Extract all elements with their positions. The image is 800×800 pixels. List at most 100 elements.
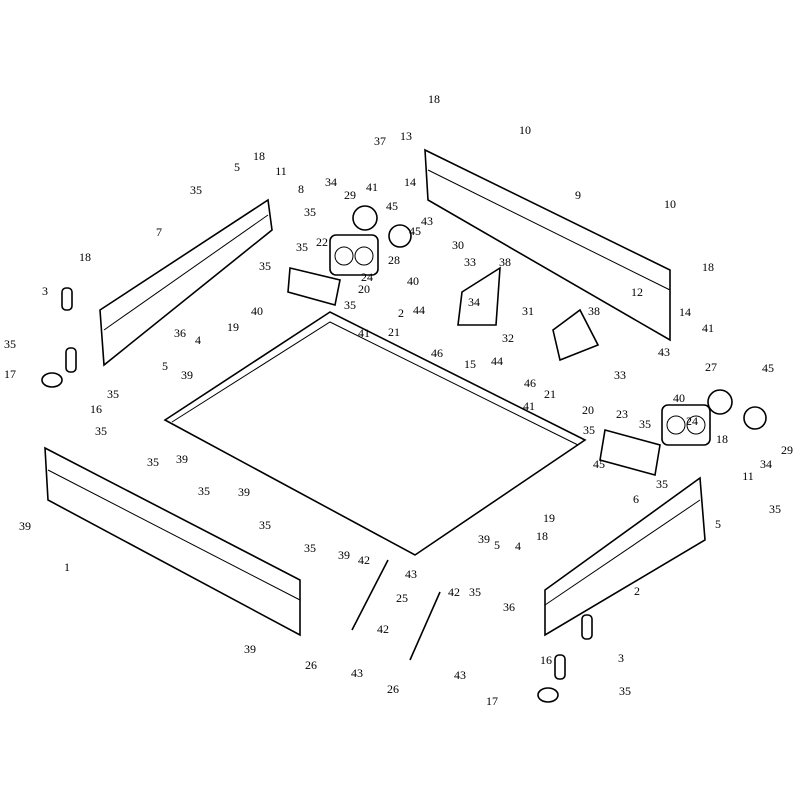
callout-35: 35 [95,424,107,438]
callout-42: 42 [358,553,370,567]
callout-29: 29 [344,188,356,202]
callout-39: 39 [181,368,193,382]
callout-44: 44 [413,303,425,317]
callout-35: 35 [147,455,159,469]
callout-4: 4 [195,333,201,347]
callout-43: 43 [351,666,363,680]
callout-45: 45 [386,199,398,213]
callout-21: 21 [544,387,556,401]
side-panel-right [544,476,706,637]
callout-34: 34 [325,175,337,189]
callout-21: 21 [388,325,400,339]
lamp-right-1 [707,389,733,415]
callout-29: 29 [781,443,793,457]
callout-30: 30 [452,238,464,252]
callout-35: 35 [107,387,119,401]
callout-35: 35 [639,417,651,431]
callout-40: 40 [407,274,419,288]
callout-45: 45 [409,224,421,238]
callout-35: 35 [259,518,271,532]
callout-35: 35 [583,423,595,437]
callout-11: 11 [742,469,754,483]
callout-43: 43 [405,567,417,581]
callout-8: 8 [298,182,304,196]
callout-22: 22 [316,235,328,249]
callout-13: 13 [400,129,412,143]
callout-35: 35 [4,337,16,351]
callout-2: 2 [398,306,404,320]
callout-19: 19 [227,320,239,334]
callout-18: 18 [79,250,91,264]
callout-40: 40 [251,304,263,318]
tail-light-housing-right [661,404,711,446]
latch-left-3 [61,287,73,311]
callout-41: 41 [523,399,535,413]
callout-38: 38 [499,255,511,269]
callout-34: 34 [760,457,772,471]
callout-5: 5 [715,517,721,531]
callout-5: 5 [162,359,168,373]
handle-17-right [537,687,559,703]
callout-40: 40 [673,391,685,405]
callout-41: 41 [358,326,370,340]
callout-28: 28 [388,253,400,267]
callout-46: 46 [524,376,536,390]
side-panel-left [44,446,301,637]
callout-45: 45 [593,457,605,471]
mud-flap-right [552,308,600,362]
callout-43: 43 [658,345,670,359]
callout-2: 2 [634,584,640,598]
callout-39: 39 [238,485,250,499]
callout-38: 38 [588,304,600,318]
callout-34: 34 [468,295,480,309]
lamp-left-2 [388,224,412,248]
bracket-left [287,267,341,307]
callout-16: 16 [90,402,102,416]
callout-5: 5 [234,160,240,174]
callout-3: 3 [42,284,48,298]
callout-35: 35 [296,240,308,254]
callout-39: 39 [244,642,256,656]
front-panel-right [424,148,671,342]
callout-19: 19 [543,511,555,525]
callout-44: 44 [491,354,503,368]
callout-31: 31 [522,304,534,318]
callout-39: 39 [19,519,31,533]
callout-11: 11 [275,164,287,178]
callout-41: 41 [702,321,714,335]
latch-left-16 [65,347,77,373]
callout-12: 12 [631,285,643,299]
callout-35: 35 [304,205,316,219]
callout-32: 32 [502,331,514,345]
callout-43: 43 [454,668,466,682]
callout-45: 45 [762,361,774,375]
parts [41,148,767,703]
callout-10: 10 [664,197,676,211]
callout-42: 42 [448,585,460,599]
callout-39: 39 [338,548,350,562]
callout-5: 5 [494,538,500,552]
bed-floor-panel [163,311,587,556]
callout-17: 17 [4,367,16,381]
callout-9: 9 [575,188,581,202]
callout-3: 3 [618,651,624,665]
latch-right-16 [554,654,566,680]
callout-18: 18 [253,149,265,163]
callout-16: 16 [540,653,552,667]
callout-35: 35 [344,298,356,312]
lamp-left-1 [352,205,378,231]
callout-10: 10 [519,123,531,137]
callout-33: 33 [464,255,476,269]
callout-37: 37 [374,134,386,148]
callout-36: 36 [503,600,515,614]
handle-17-left [41,372,63,388]
callout-17: 17 [486,694,498,708]
callout-43: 43 [421,214,433,228]
callout-35: 35 [198,484,210,498]
callout-35: 35 [190,183,202,197]
callout-20: 20 [358,282,370,296]
callout-35: 35 [304,541,316,555]
callout-4: 4 [515,539,521,553]
